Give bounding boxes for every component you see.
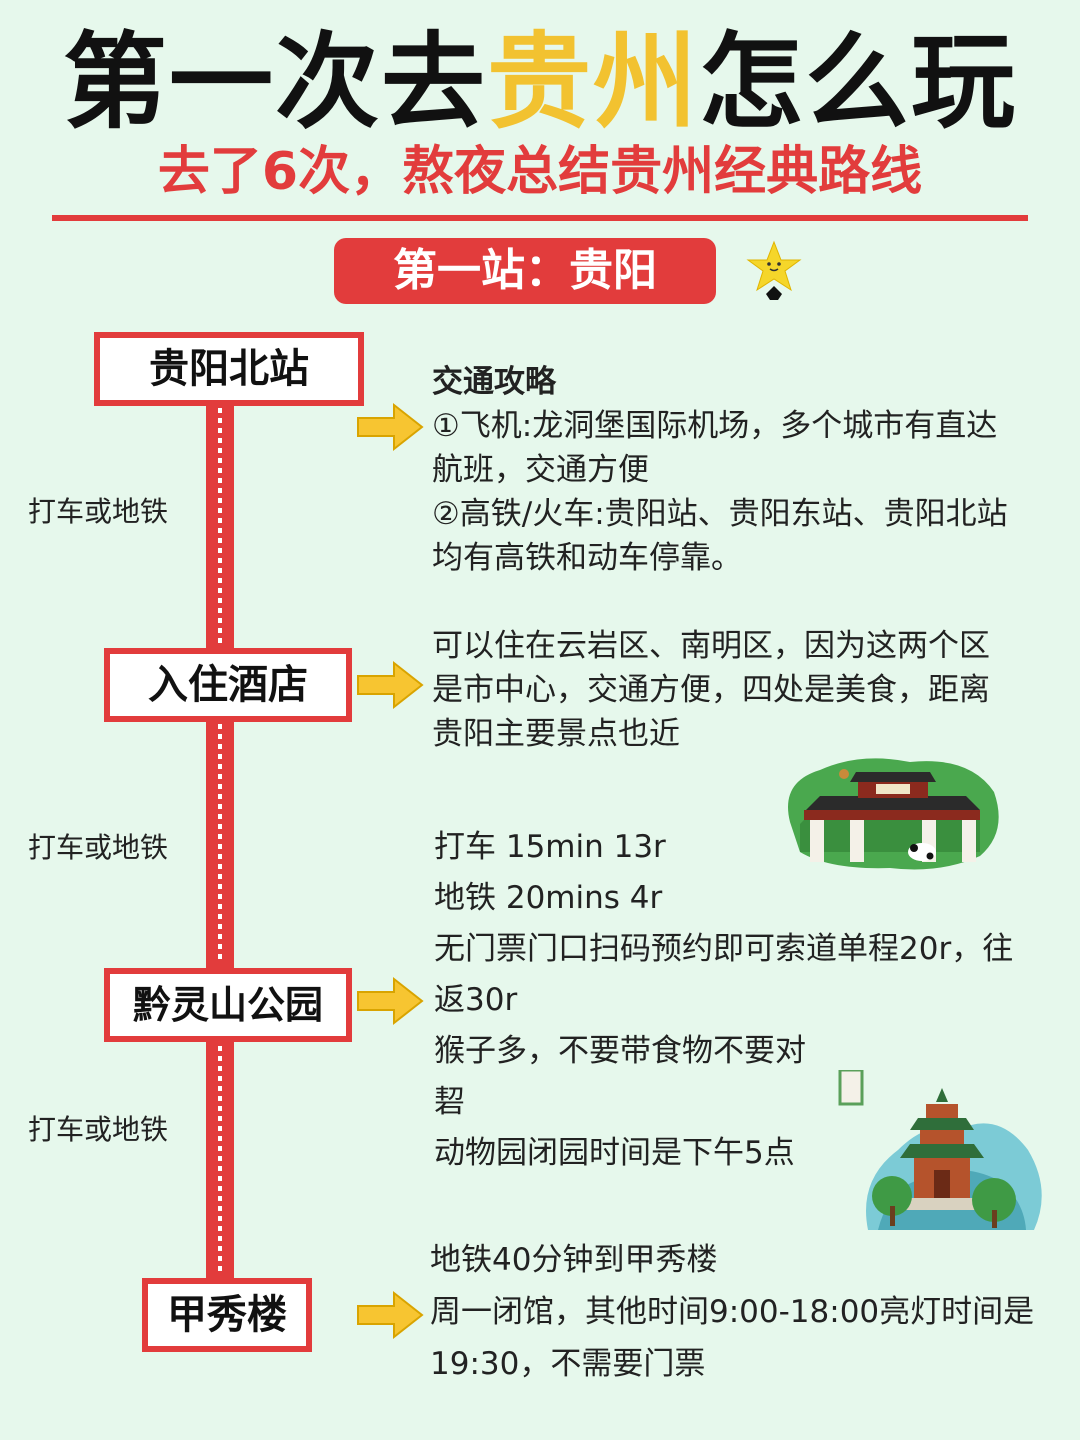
route-rail-1 xyxy=(206,402,234,650)
hotel-line: 贵阳主要景点也近 xyxy=(432,716,680,752)
title-highlight: 贵州 xyxy=(486,21,699,143)
hotel-line: 是市中心，交通方便，四处是美食，距离 xyxy=(432,672,990,708)
transport-line: ①飞机:龙洞堡国际机场，多个城市有直达 xyxy=(432,408,998,444)
title-part2: 怎么玩 xyxy=(699,21,1018,143)
stop-guiyang-north-station: 贵阳北站 xyxy=(94,332,364,406)
divider xyxy=(52,215,1028,221)
title-part1: 第一次去 xyxy=(62,21,487,143)
connector-label: 打车或地铁 xyxy=(28,495,169,528)
pavilion-illustration xyxy=(838,1070,1042,1230)
jiaxiu-line: 地铁40分钟到甲秀楼 xyxy=(430,1242,718,1278)
arrow-right-icon xyxy=(357,660,424,710)
stop-qianlingshan-park: 黔灵山公园 xyxy=(104,968,352,1042)
park-line: 猴子多，不要带食物不要对 xyxy=(434,1033,806,1069)
arrow-right-icon xyxy=(357,402,424,452)
park-line: 返30r xyxy=(434,982,518,1018)
park-line: 䂮 xyxy=(434,1084,465,1120)
transport-line: 均有高铁和动车停靠。 xyxy=(432,540,742,576)
transport-line: ②高铁/火车:贵阳站、贵阳东站、贵阳北站 xyxy=(432,496,1008,532)
park-line: 地铁 20mins 4r xyxy=(434,880,663,916)
park-info: 打车 15min 13r 地铁 20mins 4r 无门票门口扫码预约即可索道单… xyxy=(434,822,1013,1179)
park-line: 无门票门口扫码预约即可索道单程20r，往 xyxy=(434,931,1014,967)
page-title: 第一次去贵州怎么玩 xyxy=(0,22,1080,142)
connector-label: 打车或地铁 xyxy=(28,831,169,864)
park-line: 打车 15min 13r xyxy=(434,829,666,865)
transport-line: 航班，交通方便 xyxy=(432,452,649,488)
arrow-right-icon xyxy=(357,1290,424,1340)
jiaxiu-line: 周一闭馆，其他时间9:00-18:00亮灯时间是 xyxy=(430,1294,1035,1330)
stop-hotel: 入住酒店 xyxy=(104,648,352,722)
connector-label: 打车或地铁 xyxy=(28,1113,169,1146)
section-banner: 第一站：贵阳 xyxy=(334,238,716,304)
arrow-right-icon xyxy=(357,976,424,1026)
route-rail-3 xyxy=(206,1040,234,1282)
transport-heading: 交通攻略 xyxy=(432,364,556,400)
hotel-line: 可以住在云岩区、南明区，因为这两个区 xyxy=(432,628,990,664)
jiaxiu-info: 地铁40分钟到甲秀楼 周一闭馆，其他时间9:00-18:00亮灯时间是 19:3… xyxy=(430,1234,1034,1390)
route-rail-2 xyxy=(206,718,234,970)
jiaxiu-line: 19:30，不需要门票 xyxy=(430,1346,706,1382)
stop-jiaxiu-tower: 甲秀楼 xyxy=(142,1278,312,1352)
page-subtitle: 去了6次，熬夜总结贵州经典路线 xyxy=(157,142,923,202)
transport-info: 交通攻略 ①飞机:龙洞堡国际机场，多个城市有直达 航班，交通方便 ②高铁/火车:… xyxy=(432,360,1008,580)
star-mascot-icon xyxy=(746,240,802,300)
hotel-info: 可以住在云岩区、南明区，因为这两个区 是市中心，交通方便，四处是美食，距离 贵阳… xyxy=(432,624,990,756)
park-line: 动物园闭园时间是下午5点 xyxy=(434,1135,795,1171)
park-gate-illustration xyxy=(788,758,999,870)
